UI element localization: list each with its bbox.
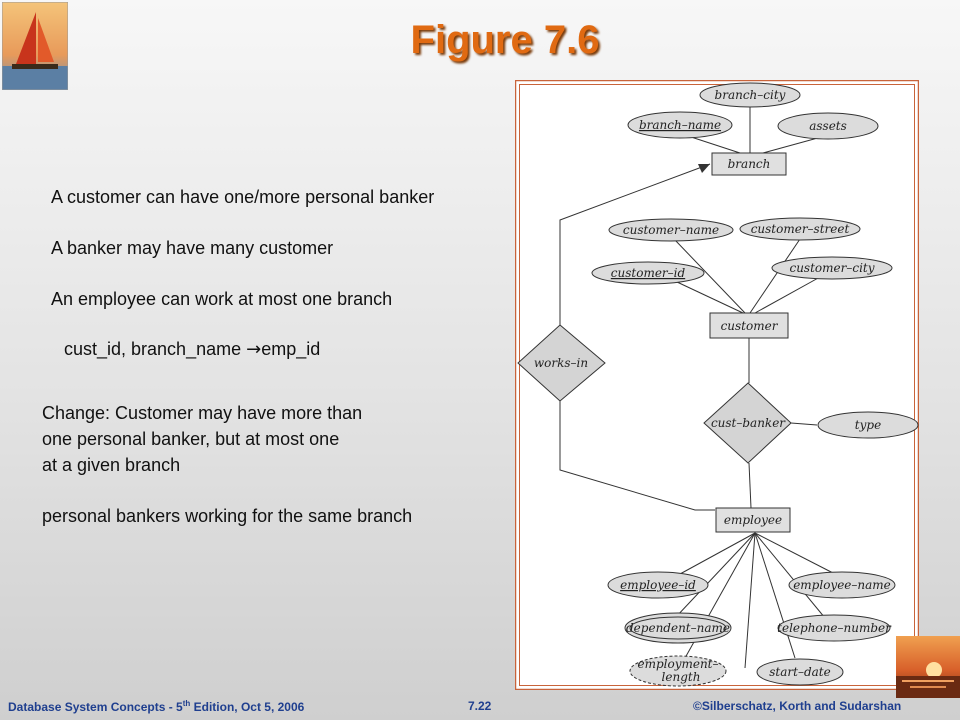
bullet-text-1: A customer can have one/more personal ba… xyxy=(51,187,435,207)
footer-edition-sup: th xyxy=(182,699,191,708)
footer-left: Database System Concepts - 5th Edition, … xyxy=(8,699,304,714)
bullet-text-3: An employee can work at most one branch xyxy=(51,289,393,309)
footer-page-number: 7.22 xyxy=(468,699,492,713)
footer-book-title: Database System Concepts - 5 xyxy=(8,700,183,714)
attr-dependent-name: dependent–name xyxy=(626,621,730,635)
entity-employee: employee xyxy=(724,513,782,527)
functional-dependency: cust_id, branch_name →emp_id xyxy=(64,339,320,360)
attr-employee-id: employee–id xyxy=(620,578,696,592)
change-line-3: at a given branch xyxy=(42,455,181,475)
attr-employee-name: employee–name xyxy=(793,578,891,592)
attr-employment-length-line1: employment– xyxy=(637,657,718,671)
attr-type: type xyxy=(855,418,881,432)
attr-customer-city: customer–city xyxy=(789,261,874,275)
er-diagram: branch branch–city branch–name assets cu… xyxy=(514,79,920,691)
attr-start-date: start–date xyxy=(769,665,830,679)
sunset-image-icon xyxy=(896,636,960,698)
attr-customer-id: customer–id xyxy=(611,266,686,280)
attr-branch-name: branch–name xyxy=(639,118,721,132)
fd-right: emp_id xyxy=(261,339,321,359)
attr-assets: assets xyxy=(809,119,847,133)
arrow-right-icon: → xyxy=(246,339,262,360)
footer-edition-date: Edition, Oct 5, 2006 xyxy=(190,700,305,714)
change-line-2: one personal banker, but at most one xyxy=(42,429,340,449)
sailboat-logo-icon xyxy=(2,2,68,90)
entity-customer: customer xyxy=(721,319,779,333)
bullet-text-2: A banker may have many customer xyxy=(51,238,334,258)
attr-employment-length-line2: length xyxy=(662,670,701,684)
attr-customer-name: customer–name xyxy=(623,223,719,237)
footer-copyright: ©Silberschatz, Korth and Sudarshan xyxy=(693,699,902,713)
attr-telephone-number: telephone–number xyxy=(777,621,892,635)
note-text: personal bankers working for the same br… xyxy=(42,506,413,526)
fd-left: cust_id, branch_name xyxy=(64,339,247,359)
slide-title: Figure 7.6 xyxy=(410,18,600,62)
relationship-cust-banker: cust–banker xyxy=(711,416,786,430)
attr-customer-street: customer–street xyxy=(751,222,850,236)
relationship-works-in: works–in xyxy=(534,356,588,370)
change-line-1: Change: Customer may have more than xyxy=(42,403,363,423)
entity-branch: branch xyxy=(728,157,771,171)
attr-branch-city: branch–city xyxy=(715,88,786,102)
